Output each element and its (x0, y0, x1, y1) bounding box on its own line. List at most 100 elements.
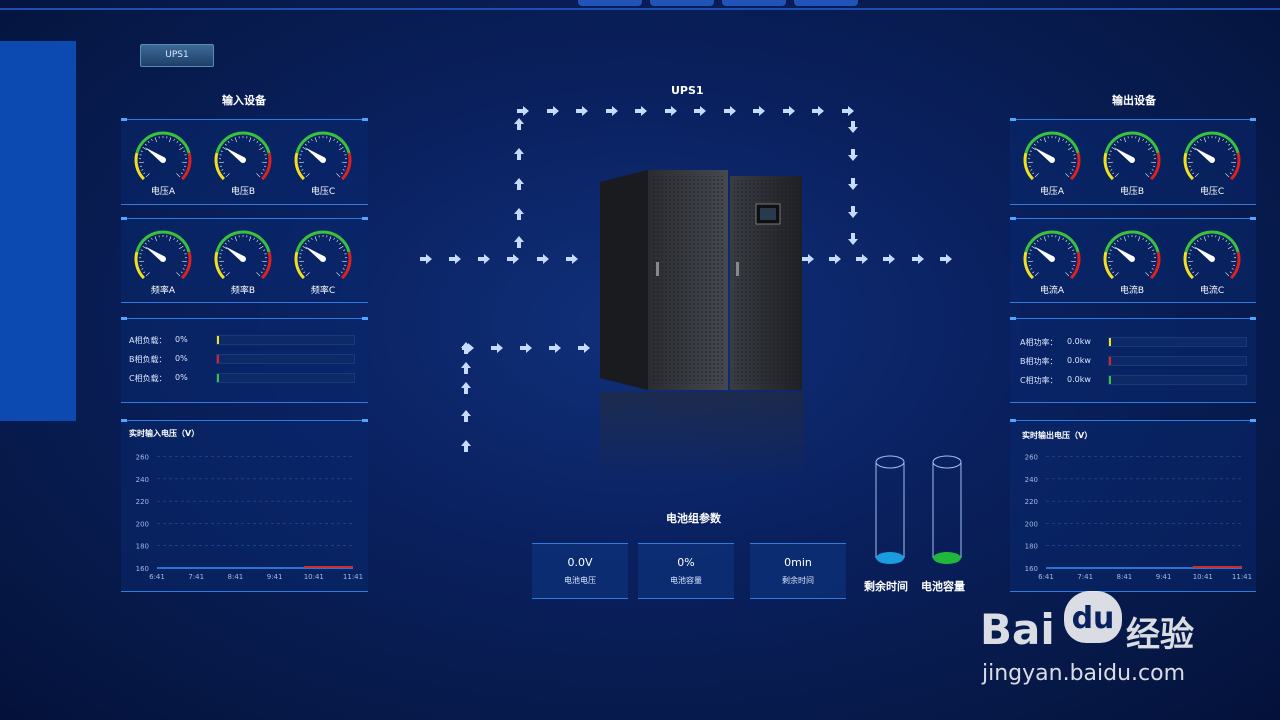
gauge-tick (1034, 173, 1039, 178)
arrow-shape (517, 106, 529, 116)
gauge-needle (144, 147, 165, 163)
gauge-tick (1028, 165, 1031, 167)
gauge-tick (1123, 137, 1127, 143)
gauge-hub (240, 157, 246, 163)
battery-voltage-value: 0.0V (567, 556, 593, 569)
gauge-tick (1149, 271, 1152, 274)
gauge-tick (1153, 165, 1156, 167)
gauge-tick (1233, 264, 1236, 266)
gauge-tick (1192, 271, 1195, 274)
gauge-tick (253, 138, 255, 141)
gauge-arc (134, 152, 146, 181)
gauge-tick (140, 150, 143, 152)
gauge-tick (1188, 161, 1194, 163)
gauge-arc (1023, 152, 1035, 181)
gauge-tick (180, 172, 183, 175)
chart-x-tick-label: 6:41 (1038, 573, 1054, 581)
arrow-shape (461, 342, 471, 354)
load-bar (216, 335, 355, 345)
flow-arrow-icon (723, 106, 736, 116)
top-segment (578, 0, 642, 6)
gauge-tick (1194, 272, 1199, 277)
gauge-tick (1203, 236, 1207, 242)
arrow-shape (912, 254, 924, 264)
gauge-arc (295, 131, 351, 154)
gauge-tick (176, 240, 179, 242)
ups-cabinet-image (600, 170, 802, 390)
gauge-dial (294, 131, 352, 181)
gauge-arc (1104, 131, 1160, 154)
output-power-panel: A相功率： 0.0kw B相功率： 0.0kw C相功率： 0.0kw (1010, 317, 1256, 403)
gauge-tick (338, 245, 344, 250)
flow-arrow-icon (549, 343, 561, 353)
arrow-shape (694, 106, 706, 116)
flow-arrow-icon (578, 343, 590, 353)
arrow-shape (461, 440, 471, 452)
gauge-tick (261, 260, 267, 262)
chart-x-tick-label: 9:41 (1156, 573, 1172, 581)
chart-x-tick-label: 10:41 (304, 573, 324, 581)
gauge-tick (300, 249, 303, 251)
gauge-tick (1152, 150, 1155, 152)
gauge-arc (294, 152, 306, 181)
ups-tab-button[interactable]: UPS1 (140, 44, 214, 67)
gauge-tick (181, 260, 187, 262)
arrow-shape (605, 106, 618, 116)
arrow-shape (461, 362, 471, 374)
gauge-tick (224, 242, 227, 245)
flow-arrow-icon (461, 342, 471, 354)
gauge-tick (299, 260, 305, 262)
gauge-tick (1073, 165, 1076, 167)
gauge-tick (1151, 169, 1154, 171)
gauge-tick (1028, 161, 1034, 163)
arrow-shape (461, 410, 471, 422)
left-sidebar[interactable] (0, 41, 76, 421)
flow-arrow-icon (664, 106, 677, 116)
chart-y-tick-label: 240 (136, 476, 149, 484)
gauge-tick (339, 242, 342, 245)
gauge-tick (151, 237, 153, 240)
gauge-tick (221, 268, 224, 270)
gauge-tick (1113, 242, 1116, 245)
gauge-tick (182, 169, 185, 171)
gauge-tick (176, 173, 181, 178)
chart-y-tick-label: 160 (1025, 565, 1038, 573)
top-segment (722, 0, 786, 6)
gauge-dial (1183, 131, 1241, 181)
flow-arrow-icon (461, 440, 471, 452)
chart-y-tick-label: 220 (1025, 498, 1038, 506)
gauge-tick (223, 172, 226, 175)
gauge-tick (1108, 165, 1111, 167)
gauge-tick (1071, 268, 1074, 270)
flow-arrow-icon (514, 178, 524, 190)
gauge-hub (1209, 157, 1215, 163)
arrow-shape (514, 118, 524, 130)
gauge-tick (219, 161, 225, 163)
gauge-tick (299, 165, 302, 167)
gauge-tick (1120, 138, 1122, 141)
chart-y-tick-label: 180 (136, 543, 149, 551)
arrow-shape (520, 343, 532, 353)
gauge-arc (1023, 251, 1035, 280)
gauge-hub (1049, 256, 1055, 262)
gauge-tick (1120, 237, 1122, 240)
gauge-tick (304, 242, 307, 245)
gauge-tick (344, 165, 347, 167)
gauge-tick (1043, 137, 1047, 143)
gauge-frequency-b: 频率B (207, 221, 279, 301)
flow-arrow-icon (514, 208, 524, 220)
gauge-tick (343, 249, 346, 251)
gauge-tick (340, 172, 343, 175)
gauge-tick (181, 161, 187, 163)
gauge-tick (262, 169, 265, 171)
gauge-tick (1114, 173, 1119, 178)
gauge-tick (139, 161, 145, 163)
gauge-tick (303, 172, 306, 175)
gauge-tick (141, 268, 144, 270)
flow-arrow-icon (848, 121, 858, 133)
flow-arrow-icon (841, 106, 854, 116)
watermark-brand-suffix: 经验 (1126, 615, 1194, 655)
gauge-tick (1227, 146, 1233, 151)
gauge-tick (336, 240, 339, 242)
